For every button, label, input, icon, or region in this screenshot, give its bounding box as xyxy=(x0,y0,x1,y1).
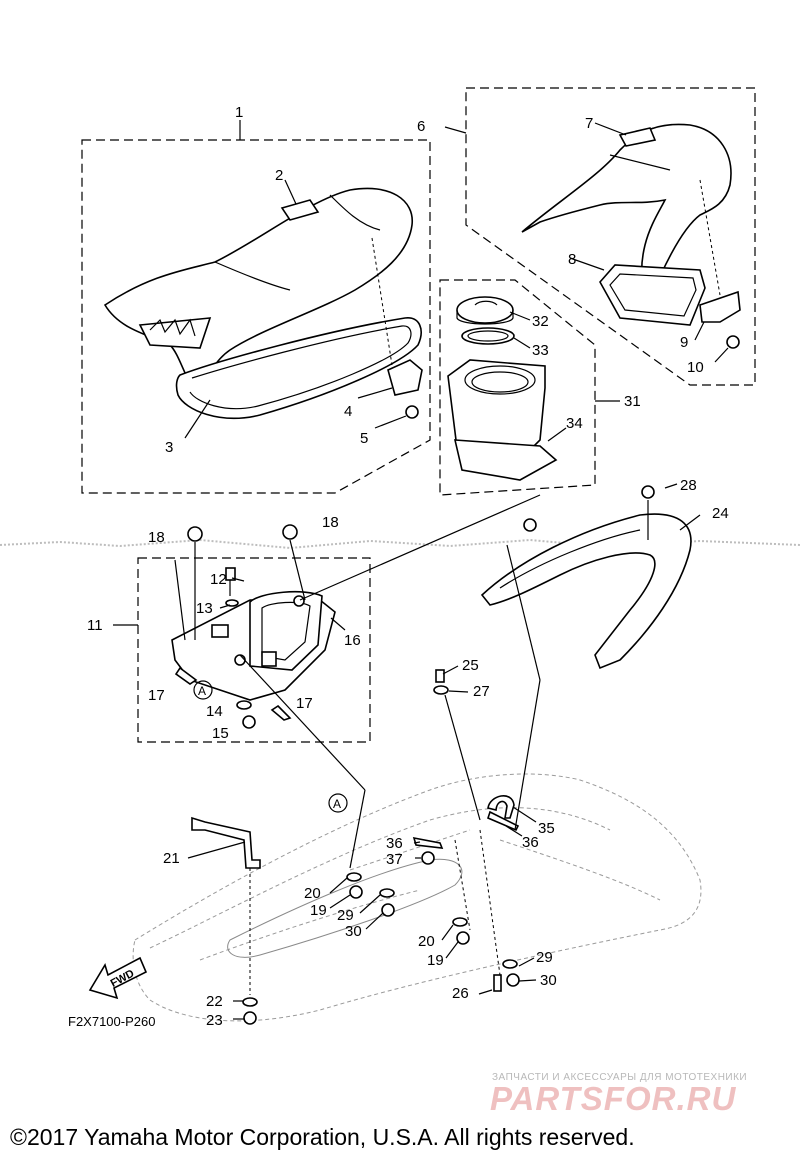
callout-28: 28 xyxy=(680,477,697,494)
callout-3: 3 xyxy=(165,439,173,456)
callout-1: 1 xyxy=(235,104,243,121)
callout-27: 27 xyxy=(473,683,490,700)
callout-22: 22 xyxy=(206,993,223,1010)
callout-37: 37 xyxy=(386,851,403,868)
callout-31: 31 xyxy=(624,393,641,410)
fwd-label: FWD xyxy=(109,968,137,990)
callout-18: 18 xyxy=(148,529,165,546)
callout-19: 19 xyxy=(310,902,327,919)
callout-20b: 20 xyxy=(418,933,435,950)
callout-21: 21 xyxy=(163,850,180,867)
callout-36: 36 xyxy=(386,835,403,852)
callout-25: 25 xyxy=(462,657,479,674)
callout-13: 13 xyxy=(196,600,213,617)
seat-strap xyxy=(191,816,261,869)
callout-9: 9 xyxy=(680,334,688,351)
callout-17b: 17 xyxy=(296,695,313,712)
copyright-notice: ©2017 Yamaha Motor Corporation, U.S.A. A… xyxy=(10,1124,635,1150)
storage-group xyxy=(439,279,620,496)
callout-26: 26 xyxy=(452,985,469,1002)
callout-labels: 1 2 3 4 5 6 7 8 9 10 11 12 13 14 15 16 1… xyxy=(68,104,729,1029)
callout-33: 33 xyxy=(532,342,549,359)
rear-handle xyxy=(480,513,692,670)
callout-20: 20 xyxy=(304,885,321,902)
callout-35: 35 xyxy=(538,820,555,837)
callout-15: 15 xyxy=(212,725,229,742)
callout-11: 11 xyxy=(87,617,103,634)
callout-14: 14 xyxy=(206,703,223,720)
callout-17: 17 xyxy=(148,687,165,704)
hull-outline xyxy=(132,773,702,1022)
callout-23: 23 xyxy=(206,1012,223,1029)
callout-29b: 29 xyxy=(536,949,553,966)
callout-24: 24 xyxy=(712,505,729,522)
front-seat-gasket xyxy=(175,317,422,419)
callout-12: 12 xyxy=(210,571,227,588)
svg-text:A: A xyxy=(198,684,206,698)
callout-32: 32 xyxy=(532,313,549,330)
callout-8: 8 xyxy=(568,251,576,268)
callout-18b: 18 xyxy=(322,514,339,531)
reference-mark-a: A A xyxy=(193,680,348,813)
callout-7: 7 xyxy=(585,115,593,132)
callout-30: 30 xyxy=(345,923,362,940)
callout-36b: 36 xyxy=(522,834,539,851)
callout-30b: 30 xyxy=(540,972,557,989)
handle-group xyxy=(480,483,701,681)
callout-19b: 19 xyxy=(427,952,444,969)
callout-4: 4 xyxy=(344,403,352,420)
fwd-arrow: FWD xyxy=(88,956,148,1000)
callout-6: 6 xyxy=(417,118,425,135)
hardware-group xyxy=(174,494,541,1025)
drawing-code: F2X7100-P260 xyxy=(68,1014,155,1029)
callout-16: 16 xyxy=(344,632,361,649)
watermark-tagline: ЗАПЧАСТИ И АКСЕССУАРЫ ДЛЯ МОТОТЕХНИКИ xyxy=(492,1072,748,1083)
callout-34: 34 xyxy=(566,415,583,432)
front-seat-group xyxy=(81,120,431,494)
callout-29: 29 xyxy=(337,907,354,924)
callout-10: 10 xyxy=(687,359,704,376)
callout-5: 5 xyxy=(360,430,368,447)
rear-seat-group xyxy=(444,87,756,386)
svg-text:A: A xyxy=(333,797,341,811)
watermark-logo: PARTSFOR.RU xyxy=(490,1080,737,1117)
bracket-group xyxy=(113,524,371,743)
callout-2: 2 xyxy=(275,167,283,184)
